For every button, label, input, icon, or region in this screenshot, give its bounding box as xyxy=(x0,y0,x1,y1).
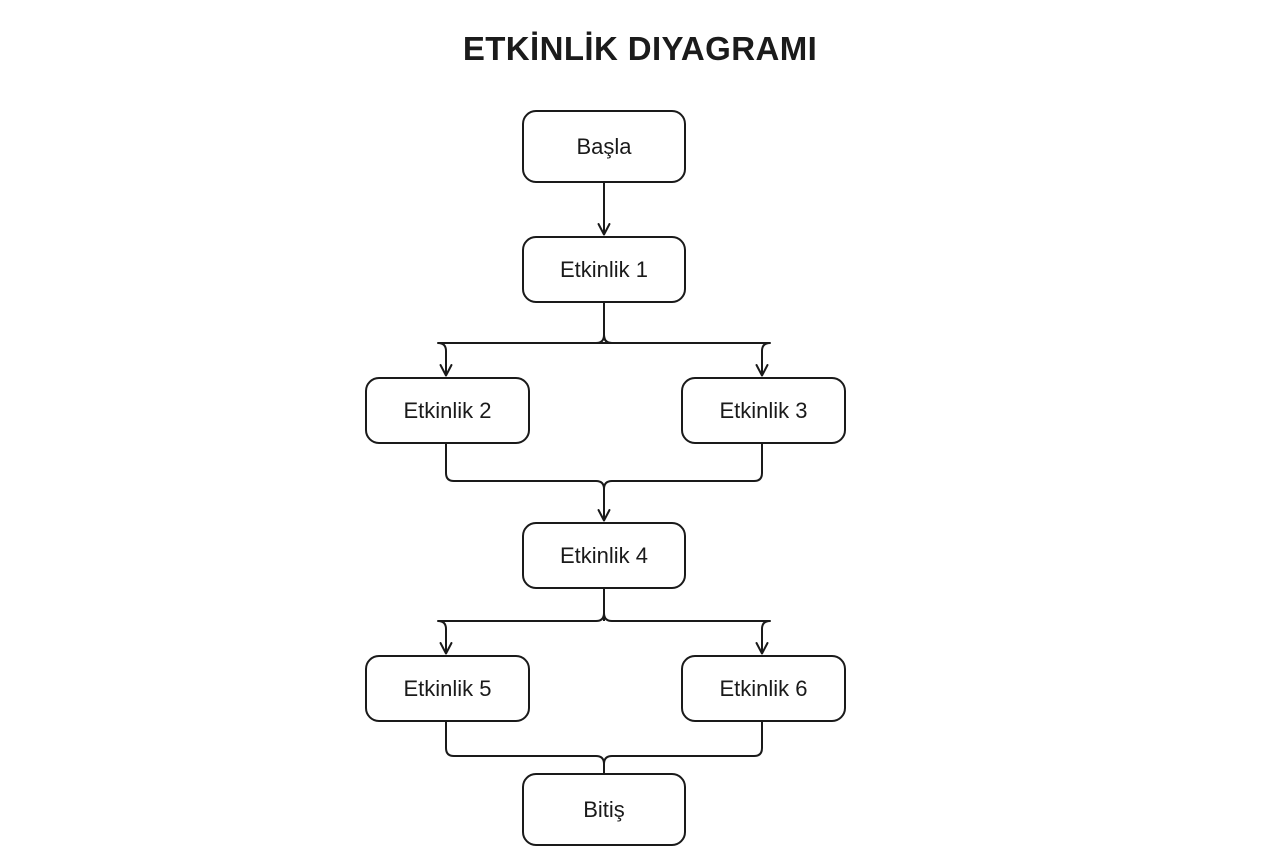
node-label: Bitiş xyxy=(583,796,625,822)
node-etkinlik-1[interactable]: Etkinlik 1 xyxy=(522,236,686,303)
node-label: Etkinlik 1 xyxy=(559,256,649,282)
node-etkinlik-4[interactable]: Etkinlik 4 xyxy=(522,522,686,589)
node-label: Başla xyxy=(576,133,632,159)
node-label: Etkinlik 4 xyxy=(559,542,649,568)
node-label: Etkinlik 2 xyxy=(403,397,492,423)
node-etkinlik-3[interactable]: Etkinlik 3 xyxy=(681,377,846,444)
node-etkinlik-6[interactable]: Etkinlik 6 xyxy=(681,655,846,722)
edge-join-to-bitis xyxy=(445,722,763,773)
node-label: Etkinlik 5 xyxy=(403,675,492,701)
node-etkinlik-5[interactable]: Etkinlik 5 xyxy=(365,655,530,722)
node-bitis[interactable]: Bitiş xyxy=(522,773,686,846)
node-basla[interactable]: Başla xyxy=(522,110,686,183)
node-label: Etkinlik 3 xyxy=(719,397,808,423)
node-etkinlik-2[interactable]: Etkinlik 2 xyxy=(365,377,530,444)
edge-join-to-etkinlik4 xyxy=(445,444,763,522)
edge-etkinlik1-fork xyxy=(437,303,771,377)
edge-basla-to-etkinlik1 xyxy=(597,183,611,236)
page-title: ETKİNLİK DIYAGRAMI xyxy=(462,30,818,67)
node-label: Etkinlik 6 xyxy=(719,675,808,701)
edge-etkinlik4-fork xyxy=(437,589,771,655)
